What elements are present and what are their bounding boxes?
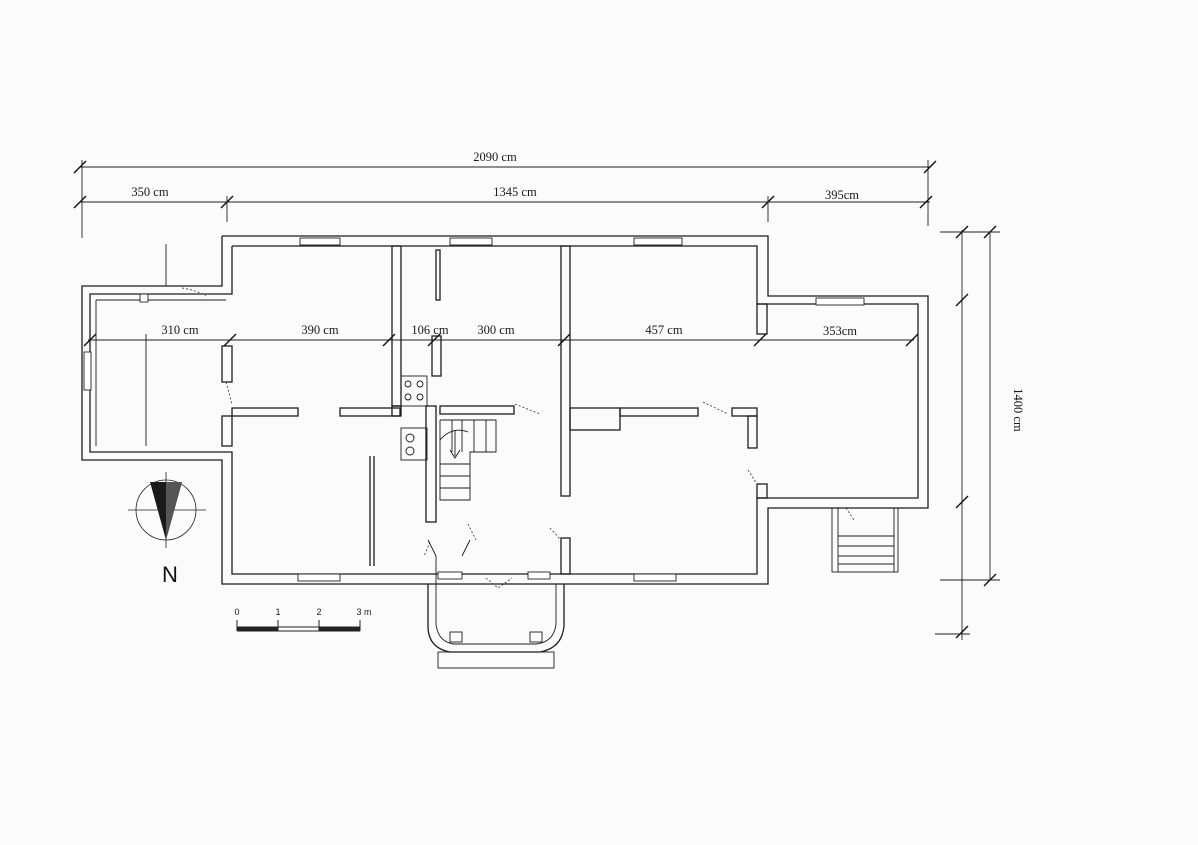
scale-label-1: 1 — [275, 607, 280, 617]
segment-left-label: 350 cm — [131, 185, 168, 199]
scale-bar: 0 1 2 3 m — [234, 607, 372, 632]
segment-right-label: 395cm — [825, 188, 859, 202]
scale-label-2: 2 — [316, 607, 321, 617]
windows — [83, 237, 865, 582]
room-2-label: 300 cm — [477, 323, 514, 337]
interior-walls — [221, 245, 768, 575]
east-steps — [831, 507, 899, 573]
east-wing-label: 353cm — [823, 324, 857, 338]
west-porch-label: 310 cm — [161, 323, 198, 337]
north-compass: N — [128, 472, 206, 587]
overall-width-label: 2090 cm — [473, 150, 517, 164]
segment-middle-label: 1345 cm — [493, 185, 537, 199]
scale-label-3m: 3 m — [356, 607, 371, 617]
overall-depth-label: 1400 cm — [1011, 388, 1025, 432]
scale-label-0: 0 — [234, 607, 239, 617]
kitchen-fixtures — [400, 375, 428, 461]
north-label: N — [162, 562, 178, 587]
room-3-label: 457 cm — [645, 323, 682, 337]
room-1-label: 390 cm — [301, 323, 338, 337]
dimension-labels: 2090 cm 350 cm 1345 cm 395cm 1400 cm 310… — [131, 150, 1025, 432]
dimension-lines — [73, 160, 1000, 640]
south-entrance-porch — [427, 539, 565, 669]
doors — [181, 287, 855, 589]
exterior-walls — [81, 235, 929, 585]
staircase — [439, 419, 497, 501]
hall-label: 106 cm — [411, 323, 448, 337]
